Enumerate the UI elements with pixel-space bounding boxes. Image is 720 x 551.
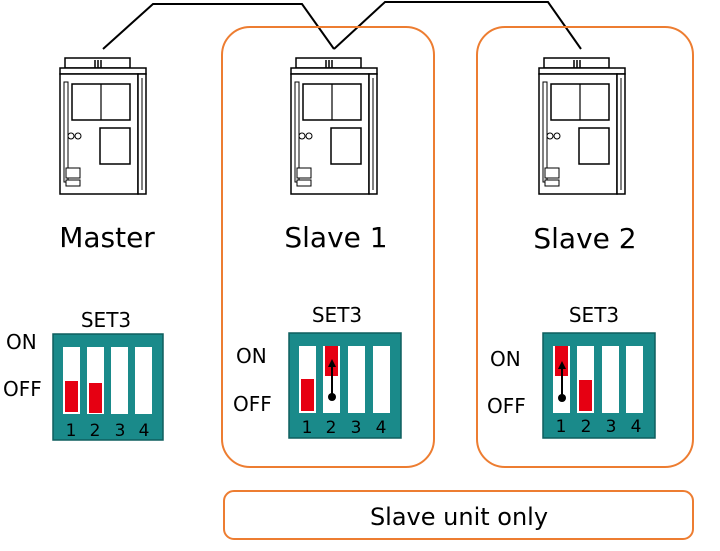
svg-text:3: 3: [606, 417, 617, 437]
svg-text:2: 2: [90, 421, 101, 441]
svg-text:3: 3: [351, 418, 362, 438]
slave1-on-label: ON: [236, 344, 267, 368]
svg-text:2: 2: [326, 418, 337, 438]
slave2-switch-4: [626, 346, 643, 413]
slave1-frame: [221, 26, 435, 468]
master-dip-title: SET3: [81, 308, 131, 332]
slave1-dip-switch: SET3 ON OFF 1 2 3 4: [233, 303, 402, 439]
slave1-switch-3: [348, 346, 365, 413]
slave1-off-label: OFF: [233, 392, 272, 416]
master-switch-3: [111, 347, 128, 414]
slave2-name: Slave 2: [533, 222, 636, 255]
note-box: [223, 490, 694, 540]
slave1-switch-4: [373, 346, 390, 413]
master-switch-4: [135, 347, 152, 414]
svg-text:3: 3: [115, 421, 126, 441]
slave2-frame: [476, 26, 694, 468]
slave2-dip-switch: SET3 ON OFF 1 2 3 4: [487, 303, 656, 439]
master-name: Master: [59, 221, 155, 254]
note-text: Slave unit only: [370, 503, 548, 531]
svg-text:4: 4: [376, 418, 387, 438]
slave1-dip-title: SET3: [312, 303, 362, 327]
slave2-outdoor-unit-icon: [538, 57, 626, 195]
master-outdoor-unit-icon: [59, 57, 147, 195]
svg-text:4: 4: [139, 421, 150, 441]
master-off-label: OFF: [3, 377, 42, 401]
master-dip-switch: SET3 ON OFF 1 2 3 4: [3, 308, 164, 441]
slave2-dip-title: SET3: [569, 303, 619, 327]
svg-text:1: 1: [556, 417, 567, 437]
slave2-switch-3: [602, 346, 619, 413]
svg-text:2: 2: [581, 417, 592, 437]
slave1-outdoor-unit-icon: [290, 57, 378, 195]
svg-text:1: 1: [302, 418, 313, 438]
slave2-off-label: OFF: [487, 394, 526, 418]
slave1-name: Slave 1: [284, 221, 387, 254]
svg-text:4: 4: [631, 417, 642, 437]
slave2-on-label: ON: [490, 347, 521, 371]
connection-wire-2: [333, 1, 582, 50]
master-on-label: ON: [6, 330, 37, 354]
svg-text:1: 1: [66, 421, 77, 441]
